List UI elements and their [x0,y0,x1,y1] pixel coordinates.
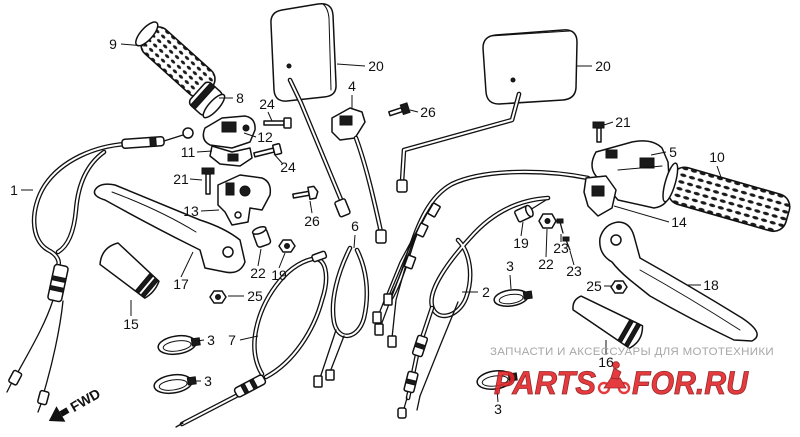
clutch-lever [93,183,246,274]
screw [556,218,564,234]
bolt [388,102,411,117]
screw [201,167,215,195]
left-mirror [270,2,337,102]
callout-number: 25 [586,278,602,294]
leader-lines [21,43,723,403]
callout-number: 22 [538,256,554,272]
callout-number: 24 [280,159,296,175]
band-clamp [153,373,197,395]
logo-text-left: PARTS [494,365,597,401]
lever-holder [217,174,272,226]
callout-number: 20 [595,58,611,74]
callout-number: 9 [109,36,117,52]
band-clamp [493,288,533,308]
logo-text-right: FOR.RU [632,365,749,401]
site-logo: PARTS FOR.RU [494,361,749,401]
callout-number: 3 [506,258,514,274]
callout-number: 19 [513,235,529,251]
callout-number: 3 [204,373,212,389]
callout-number: 5 [669,144,677,160]
callout-number: 23 [566,263,582,279]
callout-number: 18 [703,277,719,293]
callout-number: 13 [183,203,199,219]
callout-number: 4 [348,78,356,94]
callout-number: 11 [181,144,196,160]
nut [209,290,227,304]
callout-number: 22 [250,265,266,281]
clutch-cable [6,127,194,413]
callout-number: 3 [494,401,502,417]
lever-boot [572,295,644,350]
choke-cable [175,250,327,428]
screw [263,117,292,129]
lever-bracket [583,175,617,217]
nut [278,239,296,253]
fwd-arrow: FWD [48,385,103,422]
band-clamp [157,334,201,356]
cable-end-fitting [514,199,547,223]
wire-harness [372,172,588,348]
callout-number: 19 [271,267,287,283]
callout-number: 10 [709,149,725,165]
right-mirror-stem [396,94,519,193]
fwd-label: FWD [67,385,103,415]
clutch-switch [331,107,387,244]
switch-housing-lower [209,145,253,167]
callout-number: 17 [173,276,189,292]
right-mirror [482,29,578,105]
callout-number: 1 [10,182,18,198]
watermark-text: ЗАПЧАСТИ И АКСЕССУАРЫ ДЛЯ МОТОТЕХНИКИ [490,346,774,358]
callout-number: 12 [257,129,273,145]
collar [251,226,272,248]
grip-end-collar [188,81,226,119]
callout-labels: 9 8 20 4 20 24 26 12 21 11 24 5 10 1 21 … [10,36,725,417]
callout-number: 3 [207,332,215,348]
callout-number: 16 [598,354,614,370]
screw [562,236,571,251]
callout-number: 24 [259,96,275,112]
rider-icon [597,361,631,395]
right-grip [662,162,791,233]
callout-number: 21 [615,114,631,130]
callout-number: 7 [228,332,236,348]
callout-number: 26 [304,213,320,229]
callout-number: 15 [123,316,139,332]
left-mirror-stem [290,80,351,218]
screw [592,121,605,143]
callout-number: 21 [173,171,189,187]
screw [253,142,283,158]
front-brake-lever [599,221,758,342]
throttle-cable [397,198,548,419]
callout-number: 2 [482,284,490,300]
callout-number: 14 [671,214,687,230]
callout-number: 8 [236,90,244,106]
callout-number: 6 [351,218,359,234]
nut [610,280,628,294]
callout-number: 23 [553,240,569,256]
wire-harness [313,248,367,388]
lever-boot [99,242,160,299]
bolt [292,185,319,200]
arrow-head-icon [48,406,66,422]
nut [538,213,557,229]
switch-housing-upper [202,115,256,149]
callout-number: 20 [368,58,384,74]
callout-number: 25 [247,288,263,304]
band-clamp [476,369,518,391]
callout-number: 26 [420,104,436,120]
